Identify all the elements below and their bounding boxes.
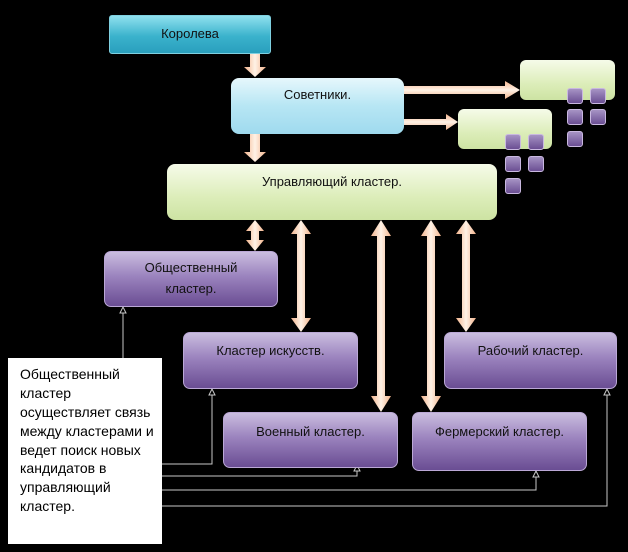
node-worker-label: Рабочий кластер. <box>477 343 584 359</box>
member-square <box>528 156 544 172</box>
member-square <box>505 134 521 150</box>
node-social: Общественный кластер. <box>104 251 278 307</box>
member-square <box>567 109 583 125</box>
member-square <box>590 88 606 104</box>
node-farmer-label: Фермерский кластер. <box>434 424 565 440</box>
note-connector-lines <box>119 305 611 507</box>
node-management: Управляющий кластер. <box>167 164 497 220</box>
member-square <box>528 134 544 150</box>
node-military-label: Военный кластер. <box>256 423 365 439</box>
member-square <box>505 156 521 172</box>
arrow-management-social <box>246 220 264 251</box>
node-queen: Королева <box>109 15 271 54</box>
node-social-label: Общественный кластер. <box>144 260 238 296</box>
social-cluster-note: Общественный кластер осуществляет связь … <box>8 358 162 544</box>
member-square <box>567 88 583 104</box>
node-queen-label: Королева <box>161 26 219 42</box>
arrow-advisors-to-group-second <box>404 114 458 130</box>
arrow-management-arts <box>291 220 311 332</box>
node-management-label: Управляющий кластер. <box>261 173 403 189</box>
arrow-management-farmer <box>421 220 441 412</box>
arrow-management-military <box>371 220 391 412</box>
node-arts: Кластер искусств. <box>183 332 358 389</box>
node-worker: Рабочий кластер. <box>444 332 617 389</box>
arrow-management-worker <box>456 220 476 332</box>
node-advisors: Советники. <box>231 78 404 134</box>
arrow-advisors-to-group-top <box>404 81 520 99</box>
node-military: Военный кластер. <box>223 412 398 468</box>
node-advisors-label: Советники. <box>283 86 352 102</box>
note-text: Общественный кластер осуществляет связь … <box>20 366 154 515</box>
node-farmer: Фермерский кластер. <box>412 412 587 471</box>
arrow-queen-to-advisors <box>244 54 266 77</box>
member-square <box>567 131 583 147</box>
node-arts-label: Кластер искусств. <box>216 343 325 359</box>
arrow-advisors-to-management <box>244 134 266 162</box>
member-square <box>590 109 606 125</box>
member-square <box>505 178 521 194</box>
